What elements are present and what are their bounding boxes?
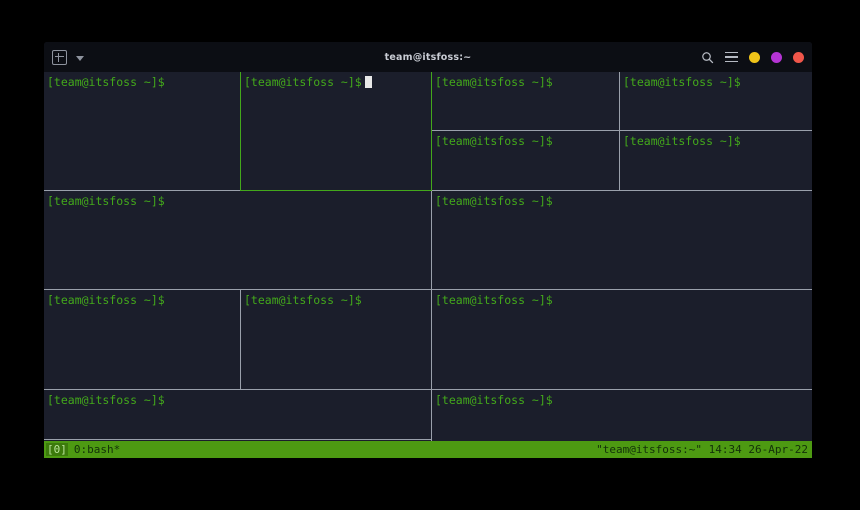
shell-prompt: [team@itsfoss ~]$ — [623, 75, 741, 89]
terminal-pane[interactable]: [team@itsfoss ~]$ — [44, 191, 431, 290]
shell-prompt: [team@itsfoss ~]$ — [47, 194, 165, 208]
pane-separator-vertical[interactable] — [240, 290, 241, 390]
active-pane-border-left — [240, 72, 241, 191]
terminal-pane[interactable]: [team@itsfoss ~]$ — [44, 390, 431, 439]
shell-prompt: [team@itsfoss ~]$ — [435, 293, 553, 307]
shell-prompt: [team@itsfoss ~]$ — [47, 393, 165, 407]
pane-separator-horizontal[interactable] — [432, 190, 812, 191]
terminal-pane-active[interactable]: [team@itsfoss ~]$ — [241, 72, 431, 190]
tmux-status-left: [0] 0:bash* — [46, 443, 120, 456]
window-titlebar: team@itsfoss:~ — [44, 42, 812, 72]
pane-separator-vertical[interactable] — [431, 390, 432, 458]
pane-separator-horizontal[interactable] — [44, 289, 812, 290]
shell-prompt: [team@itsfoss ~]$ — [47, 293, 165, 307]
shell-prompt: [team@itsfoss ~]$ — [435, 134, 553, 148]
text-cursor — [364, 76, 372, 88]
titlebar-right-controls — [701, 51, 804, 64]
terminal-body: [team@itsfoss ~]$ [team@itsfoss ~]$ [tea… — [44, 72, 812, 458]
shell-prompt: [team@itsfoss ~]$ — [244, 293, 362, 307]
terminal-pane[interactable]: [team@itsfoss ~]$ — [432, 390, 812, 441]
pane-separator-vertical[interactable] — [431, 191, 432, 290]
terminal-pane[interactable]: [team@itsfoss ~]$ — [620, 72, 812, 130]
hamburger-menu-icon[interactable] — [725, 51, 738, 63]
pane-separator-vertical[interactable] — [431, 290, 432, 390]
maximize-button[interactable] — [771, 51, 782, 63]
terminal-pane[interactable]: [team@itsfoss ~]$ — [432, 191, 812, 290]
tmux-status-right: "team@itsfoss:~" 14:34 26-Apr-22 — [596, 443, 808, 456]
shell-prompt: [team@itsfoss ~]$ — [623, 134, 741, 148]
terminal-window: team@itsfoss:~ [team@its — [44, 42, 812, 458]
shell-prompt: [team@itsfoss ~]$ — [241, 72, 431, 90]
pane-separator-vertical[interactable] — [619, 72, 620, 190]
chevron-down-icon[interactable] — [76, 55, 84, 61]
search-icon[interactable] — [701, 51, 714, 64]
pane-separator-horizontal[interactable] — [44, 439, 431, 440]
terminal-pane[interactable]: [team@itsfoss ~]$ — [241, 290, 431, 390]
shell-prompt: [team@itsfoss ~]$ — [435, 75, 553, 89]
shell-prompt: [team@itsfoss ~]$ — [435, 393, 553, 407]
terminal-pane[interactable]: [team@itsfoss ~]$ — [44, 290, 240, 390]
pane-separator-horizontal[interactable] — [44, 190, 240, 191]
terminal-pane[interactable]: [team@itsfoss ~]$ — [432, 131, 619, 190]
tmux-window-list[interactable]: 0:bash* — [73, 443, 121, 456]
titlebar-left-controls — [52, 49, 84, 65]
shell-prompt: [team@itsfoss ~]$ — [435, 194, 553, 208]
active-pane-border-right — [431, 72, 432, 191]
tmux-status-bar: [0] 0:bash* "team@itsfoss:~" 14:34 26-Apr… — [44, 441, 812, 458]
tmux-session-id[interactable]: [0] — [46, 443, 68, 456]
pane-separator-horizontal[interactable] — [44, 389, 812, 390]
close-button[interactable] — [793, 51, 804, 63]
plus-box-icon[interactable] — [52, 49, 67, 65]
terminal-pane[interactable]: [team@itsfoss ~]$ — [620, 131, 812, 190]
terminal-pane[interactable]: [team@itsfoss ~]$ — [432, 290, 812, 390]
pane-separator-horizontal[interactable] — [432, 130, 812, 131]
terminal-pane[interactable]: [team@itsfoss ~]$ — [44, 72, 240, 190]
window-title: team@itsfoss:~ — [384, 51, 472, 63]
terminal-pane[interactable]: [team@itsfoss ~]$ — [432, 72, 619, 130]
shell-prompt: [team@itsfoss ~]$ — [47, 75, 165, 89]
minimize-button[interactable] — [749, 51, 760, 63]
active-pane-border-bottom — [240, 190, 432, 191]
